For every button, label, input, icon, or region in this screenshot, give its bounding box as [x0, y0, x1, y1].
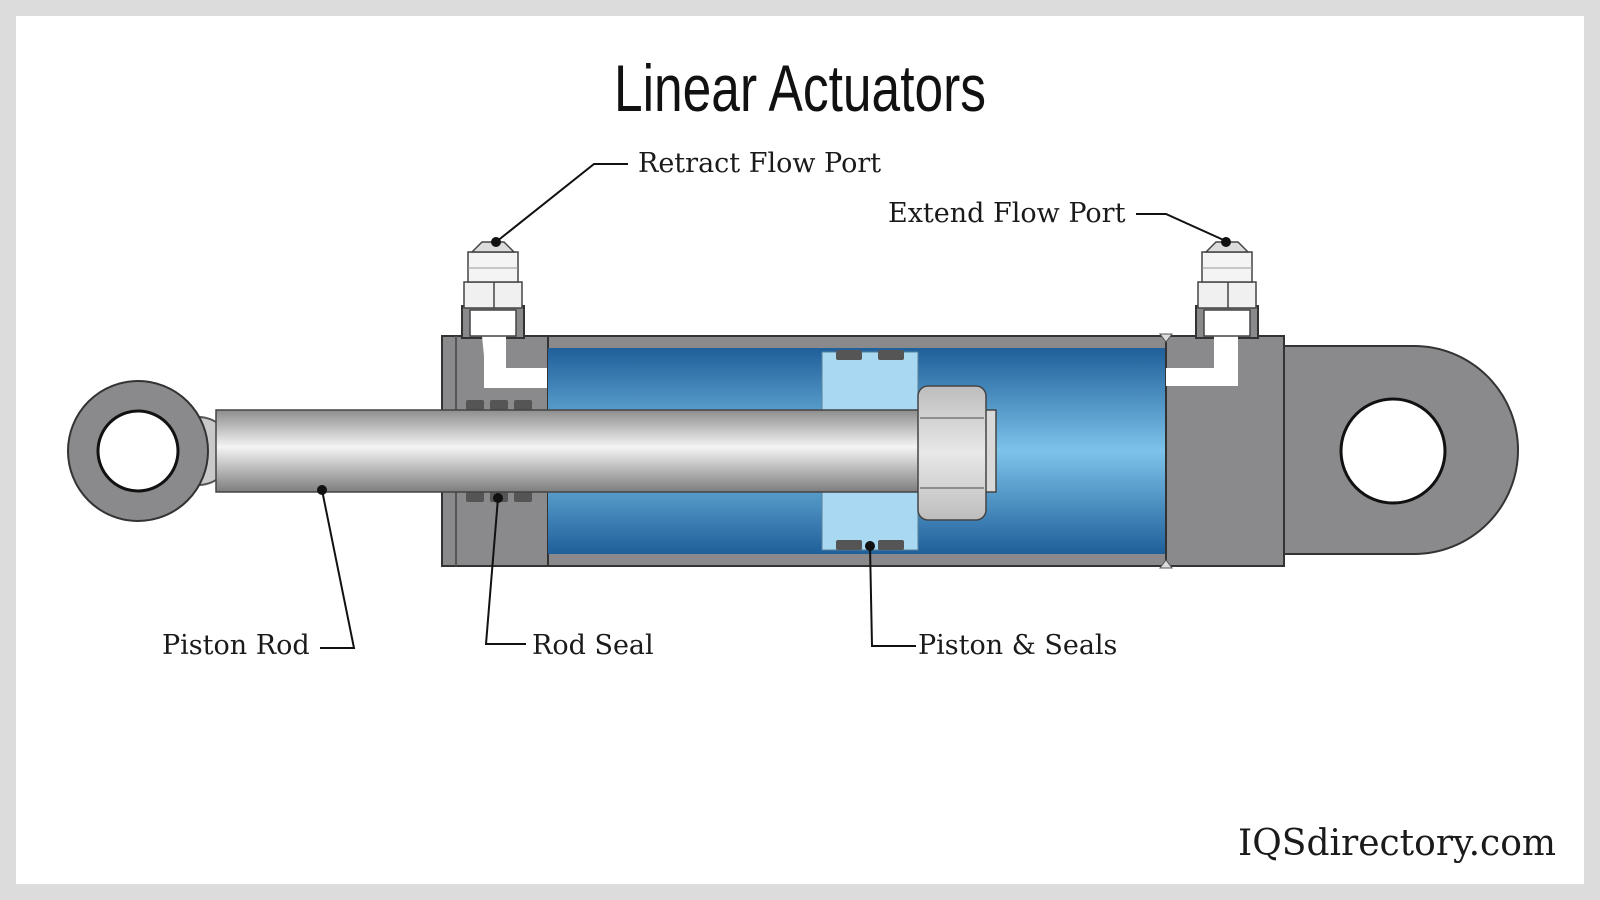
- leader-rod-seal: [484, 497, 526, 645]
- rod-eye-end: [67, 380, 233, 522]
- leader-lines: [320, 163, 1229, 649]
- label-extend-flow-port: Extend Flow Port: [888, 198, 1126, 229]
- diagram-frame: Linear Actuators Retract Flow Port Exten…: [16, 16, 1584, 884]
- leader-extend-port: [1136, 213, 1229, 243]
- rear-cap-clevis: [1159, 333, 1519, 569]
- actuator-diagram: [67, 163, 1519, 649]
- retract-port-fitting: [461, 241, 548, 388]
- label-retract-flow-port: Retract Flow Port: [638, 148, 882, 179]
- brand-watermark: IQSdirectory.com: [1238, 823, 1556, 864]
- piston-rod-shape: [215, 409, 921, 493]
- leader-piston-rod: [320, 489, 356, 649]
- piston-nut: [917, 385, 997, 521]
- label-rod-seal: Rod Seal: [532, 630, 654, 661]
- leader-piston-seals: [869, 545, 916, 647]
- leader-dots: [317, 237, 1231, 551]
- extend-port-fitting: [1166, 241, 1259, 386]
- page-title: Linear Actuators: [613, 51, 987, 125]
- leader-retract-port: [495, 163, 628, 243]
- label-piston-seals: Piston & Seals: [918, 630, 1118, 661]
- label-piston-rod: Piston Rod: [162, 630, 310, 661]
